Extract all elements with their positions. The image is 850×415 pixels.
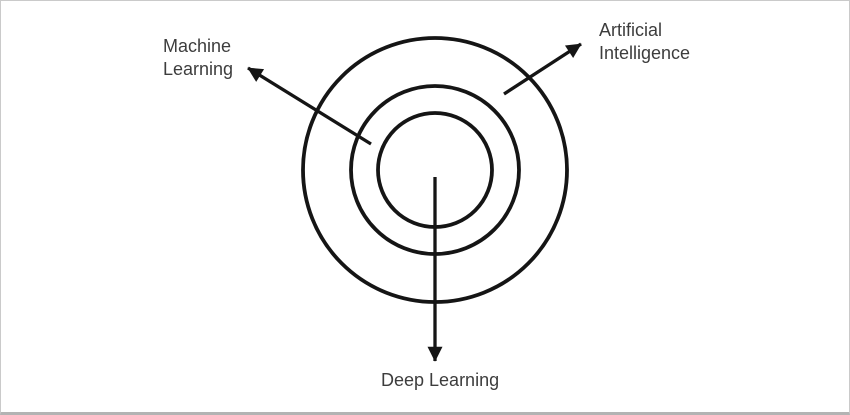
machine-learning-label: Machine Learning — [163, 36, 234, 79]
deep-learning-label: Deep Learning — [381, 370, 500, 390]
artificial-intelligence-arrow — [503, 42, 582, 96]
machine-learning-arrow — [247, 66, 372, 146]
artificial-intelligence-label: Artificial Intelligence — [599, 20, 691, 63]
